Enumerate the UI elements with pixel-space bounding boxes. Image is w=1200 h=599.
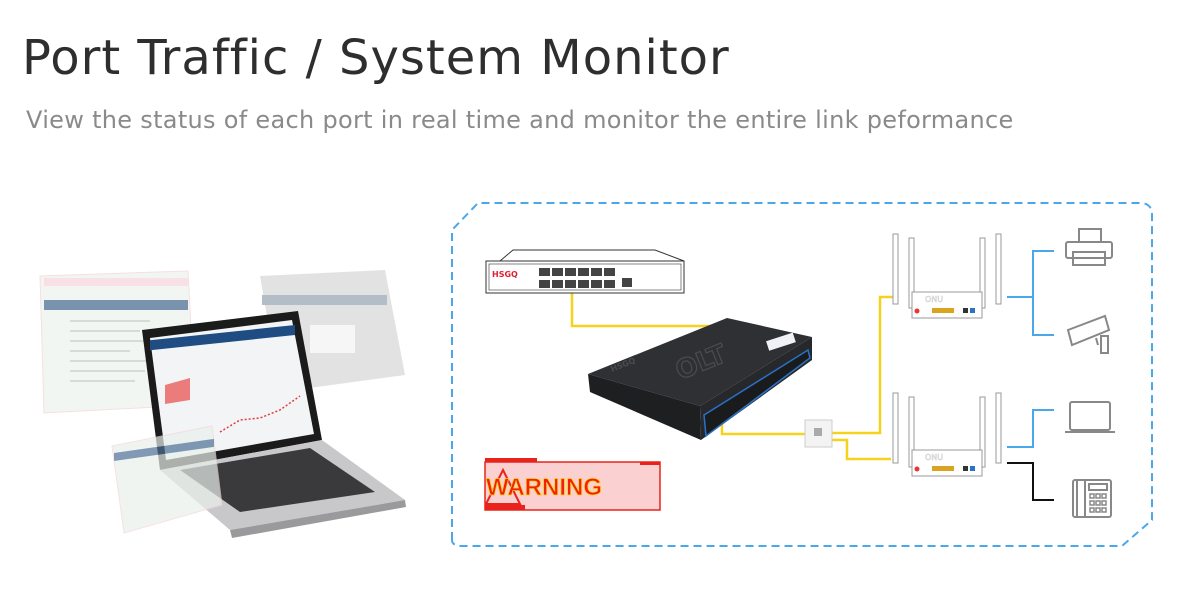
onu-router-bottom: ONU [892,392,1002,477]
access-switch: HSGQ [485,249,685,294]
onu-router-top: ONU [892,233,1002,319]
laptop [142,311,406,538]
onu-label: ONU [925,453,943,462]
splitter-qr [814,428,822,436]
phone-icon [1072,479,1112,518]
switch-sfp-ports [539,268,632,288]
warning-banner: WARNING [484,458,661,511]
onu-label: ONU [925,295,943,304]
printer-icon [1065,228,1113,266]
page-subtitle: View the status of each port in real tim… [26,106,1014,134]
warning-label: WARNING [486,474,602,501]
link-splitter-onu-bottom [832,438,891,461]
camera-icon [1066,314,1111,354]
floating-screen-bottom [111,425,223,534]
link-switch-olt [570,292,710,328]
page-title: Port Traffic / System Monitor [22,30,730,86]
laptop-with-screens [39,270,406,538]
olt-device: OLT HSGQ [588,318,812,440]
link-splitter-onu-top [832,295,893,435]
laptop-icon [1065,401,1115,433]
ethernet-links [1007,250,1054,501]
splitter-box [804,419,833,448]
warning-triangle-icon [484,467,522,505]
dashed-frame [451,202,1153,547]
switch-brand-logo: HSGQ [492,270,518,279]
